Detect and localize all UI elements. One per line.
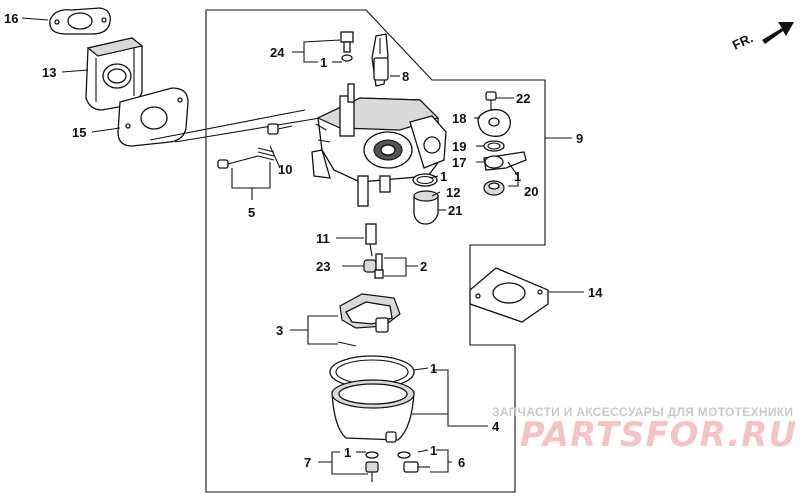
- callout-18: 18: [452, 111, 466, 126]
- part-7-bolt: [365, 451, 379, 482]
- callout-24: 24: [270, 45, 285, 60]
- part-4-float-bowl: [329, 355, 415, 443]
- part-20-seal: [483, 180, 505, 196]
- callout-1-f: 1: [430, 443, 437, 458]
- callout-3: 3: [276, 323, 283, 338]
- part-19-o-ring: [483, 140, 505, 152]
- callout-22: 22: [516, 91, 530, 106]
- part-21-cup: [413, 190, 439, 225]
- front-arrow-icon: [762, 22, 794, 44]
- callout-13: 13: [42, 65, 56, 80]
- part-18-cover: [477, 109, 511, 137]
- assembly-outline: [205, 9, 546, 493]
- callout-2: 2: [420, 259, 427, 274]
- callout-1-b: 1: [514, 169, 521, 184]
- part-8-choke-lever: [371, 33, 389, 87]
- callout-16: 16: [4, 11, 18, 26]
- part-3-float: [337, 293, 401, 347]
- callout-23: 23: [316, 259, 330, 274]
- callout-19: 19: [452, 139, 466, 154]
- part-17-diaphragm: [483, 151, 527, 171]
- part-22-screw: [485, 91, 497, 110]
- callout-1-g: 1: [344, 445, 351, 460]
- carburetor-body: [311, 83, 447, 207]
- callout-4: 4: [492, 419, 500, 434]
- part-10-screw: [257, 123, 293, 161]
- part-13-insulator: [85, 37, 144, 111]
- watermark-brand: PARTSFOR.RU: [520, 415, 797, 455]
- callout-1-c: 1: [440, 169, 447, 184]
- callout-8: 8: [402, 69, 409, 84]
- watermark-tagline: ЗАПЧАСТИ И АКСЕССУАРЫ ДЛЯ МОТОТЕХНИКИ: [492, 405, 793, 419]
- part-23-jet: [363, 259, 377, 273]
- part-11-needle: [365, 223, 377, 257]
- front-direction-indicator: FR.: [730, 22, 794, 53]
- callout-labels: 16 13 15 24 1 8 10 5 22 18 9 19 17 1 1 2…: [4, 11, 603, 470]
- part-16-gasket: [49, 7, 111, 35]
- callout-15: 15: [72, 125, 86, 140]
- callout-12: 12: [446, 185, 460, 200]
- callout-6: 6: [458, 455, 465, 470]
- callout-5: 5: [248, 205, 255, 220]
- part-12-o-ring: [412, 173, 438, 187]
- callout-1-a: 1: [320, 55, 327, 70]
- callout-11: 11: [316, 231, 330, 246]
- part-2-main-jet: [374, 253, 384, 279]
- gasket-15-leader: [149, 109, 306, 141]
- callout-7: 7: [304, 455, 311, 470]
- part-14-gasket: [469, 267, 549, 323]
- watermark: ЗАПЧАСТИ И АКСЕССУАРЫ ДЛЯ МОТОТЕХНИКИ PA…: [492, 405, 797, 455]
- front-direction-label: FR.: [730, 30, 755, 52]
- callout-9: 9: [576, 131, 583, 146]
- gasket-15-leader-b: [174, 117, 321, 143]
- callout-20: 20: [524, 184, 538, 199]
- callout-10: 10: [278, 162, 292, 177]
- leader-lines: [21, 17, 584, 475]
- callout-14: 14: [588, 285, 603, 300]
- part-6-drain-screw: [397, 451, 430, 473]
- callout-21: 21: [448, 203, 462, 218]
- part-15-gasket: [117, 87, 189, 147]
- part-24-screw: [340, 31, 354, 62]
- callout-1-e: 1: [430, 361, 437, 376]
- part-5-pilot-screw: [217, 155, 259, 169]
- callout-17: 17: [452, 155, 466, 170]
